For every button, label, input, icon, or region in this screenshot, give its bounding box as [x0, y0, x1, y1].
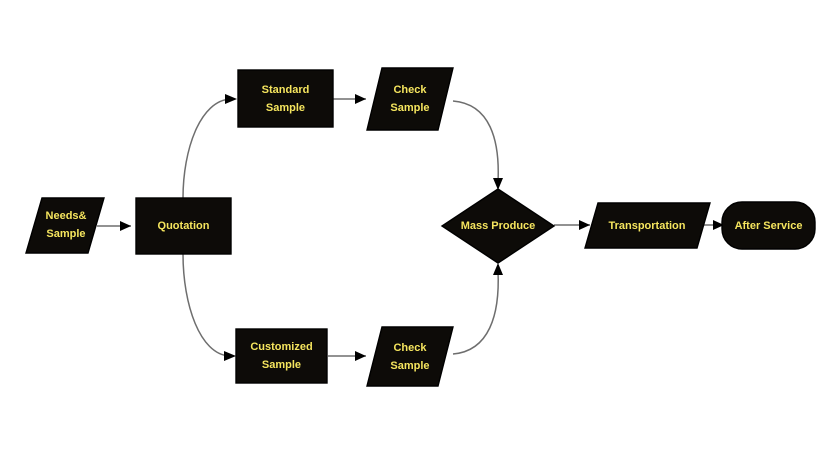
- node-check-sample-bottom[interactable]: Check Sample: [366, 326, 454, 387]
- edge-customized-to-check-bottom[interactable]: [328, 351, 366, 361]
- edge-check-bottom-to-mass-produce[interactable]: [452, 263, 503, 355]
- connector-layer: [97, 94, 724, 361]
- node-check-sample-top[interactable]: Check Sample: [366, 67, 454, 131]
- edge-standard-to-check-top[interactable]: [333, 94, 366, 104]
- edge-transportation-to-after-service[interactable]: [702, 220, 724, 230]
- mass-produce-shape: [440, 188, 556, 264]
- edge-check-top-to-mass-produce[interactable]: [452, 100, 503, 190]
- node-after-service[interactable]: After Service: [721, 201, 816, 250]
- edge-quotation-to-standard[interactable]: [182, 94, 237, 199]
- check-sample-bottom-shape: [366, 326, 454, 387]
- edge-needs-to-quotation[interactable]: [97, 221, 131, 231]
- edge-quotation-to-customized[interactable]: [182, 253, 236, 361]
- standard-sample-shape: [237, 69, 334, 128]
- quotation-shape: [135, 197, 232, 255]
- node-quotation[interactable]: Quotation: [135, 197, 232, 255]
- node-transportation[interactable]: Transportation: [584, 202, 711, 249]
- node-mass-produce[interactable]: Mass Produce: [440, 188, 556, 264]
- transportation-shape: [584, 202, 711, 249]
- after-service-shape: [721, 201, 816, 250]
- check-sample-top-shape: [366, 67, 454, 131]
- customized-sample-shape: [235, 328, 328, 384]
- node-standard-sample[interactable]: Standard Sample: [237, 69, 334, 128]
- node-customized-sample[interactable]: Customized Sample: [235, 328, 328, 384]
- node-needs-sample[interactable]: Needs& Sample: [25, 197, 105, 254]
- edge-mass-produce-to-transportation[interactable]: [554, 220, 590, 230]
- needs-sample-shape: [25, 197, 105, 254]
